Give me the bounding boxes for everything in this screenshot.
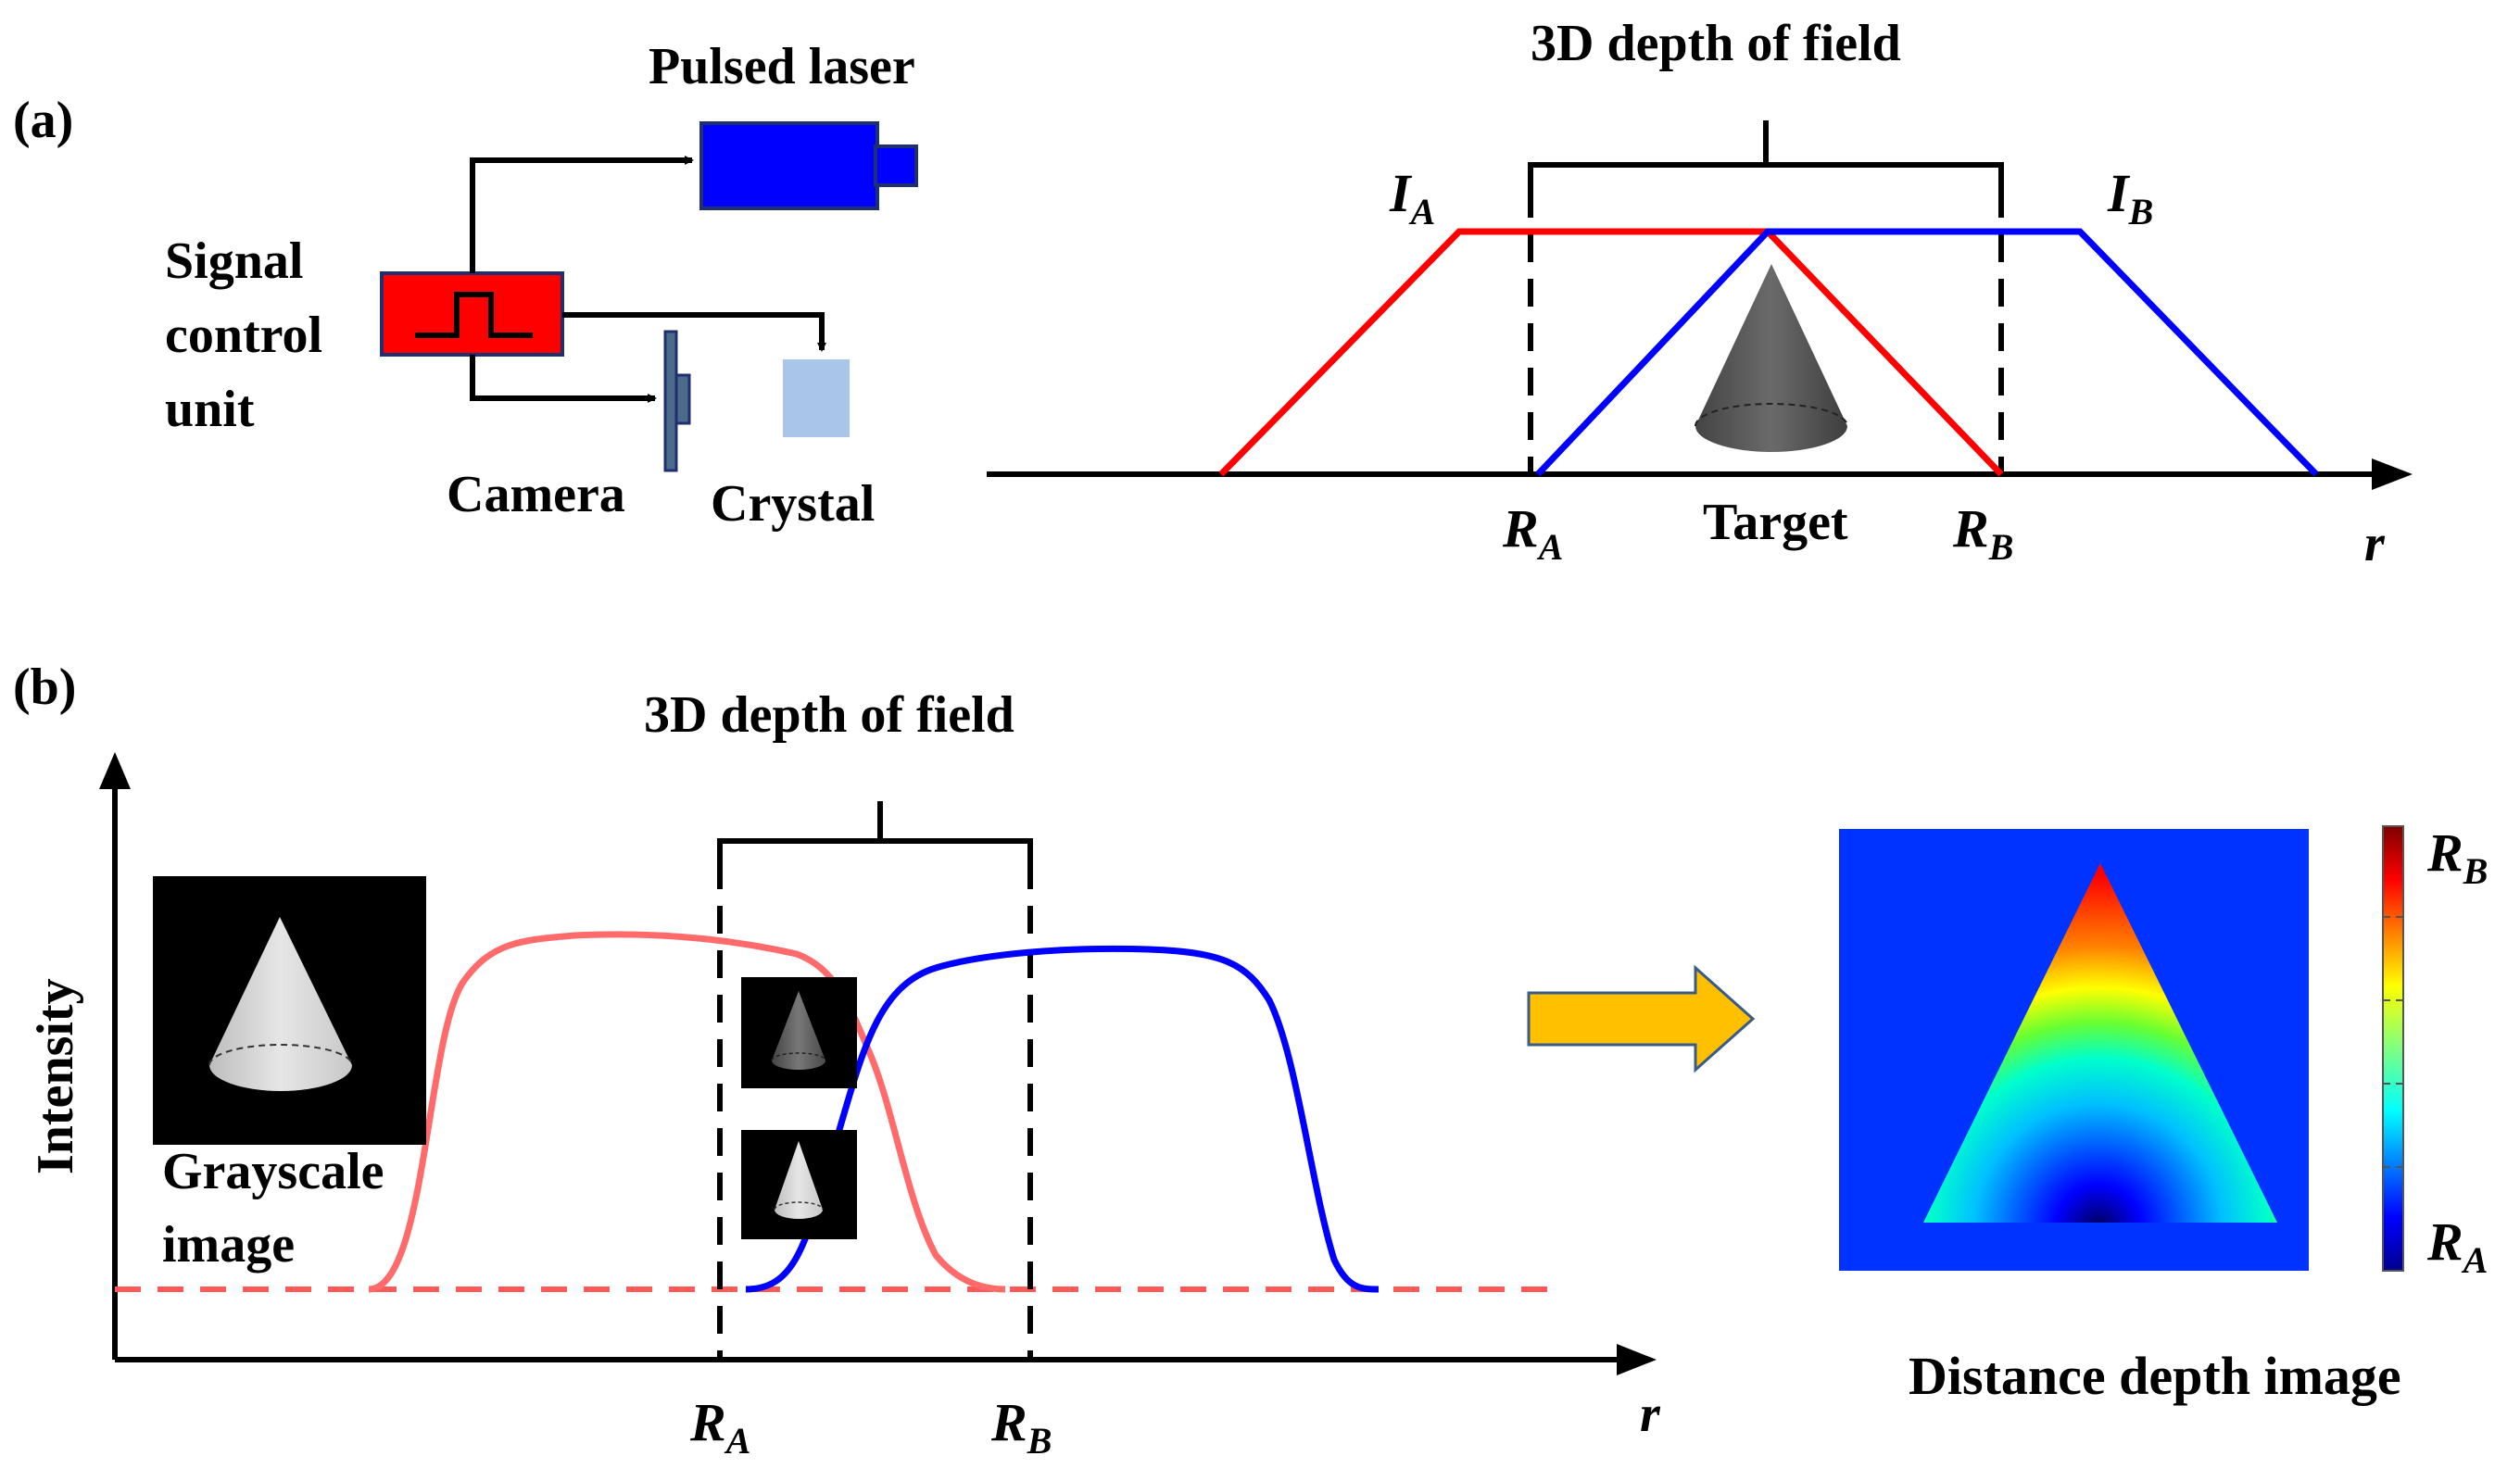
pulsed-laser-nozzle bbox=[874, 144, 918, 187]
target-cone bbox=[1695, 264, 1847, 452]
ra-label-a: RA bbox=[1502, 498, 1563, 568]
thumbnail-bright-base-dashed bbox=[774, 1201, 824, 1211]
signal-control-unit bbox=[380, 271, 564, 357]
colorbar-bottom-label: RA bbox=[2426, 1211, 2488, 1281]
grayscale-cone-base-dashed bbox=[208, 1044, 353, 1066]
pulse-icon bbox=[415, 292, 533, 338]
panel-b-label: (b) bbox=[13, 659, 76, 716]
pulsed-laser-label: Pulsed laser bbox=[649, 38, 915, 95]
depth-triangle bbox=[1923, 863, 2277, 1223]
thumbnail-dim-cone bbox=[772, 991, 825, 1070]
ra-label-b: RA bbox=[689, 1392, 750, 1462]
depth-caption: Distance depth image bbox=[1909, 1346, 2401, 1406]
curve-a-profile bbox=[368, 931, 1006, 1293]
grayscale-label-line2: image bbox=[162, 1216, 295, 1274]
colorbar bbox=[2382, 825, 2404, 1272]
intensity-label: Intensity bbox=[27, 978, 84, 1174]
r-axis-a-arrow bbox=[2372, 458, 2413, 490]
connector-to-laser bbox=[470, 156, 694, 273]
dof-bracket-b bbox=[717, 801, 1033, 861]
curve-ia bbox=[1218, 228, 2004, 477]
camera-label: Camera bbox=[447, 466, 625, 523]
dof-title-b: 3D depth of field bbox=[644, 686, 1014, 744]
grayscale-label-line1: Grayscale bbox=[162, 1143, 384, 1200]
thumbnail-bright-cone bbox=[775, 1141, 823, 1219]
target-label: Target bbox=[1703, 494, 1848, 551]
rb-label-a: RB bbox=[1952, 498, 2013, 568]
connector-to-crystal bbox=[562, 312, 826, 352]
camera-lens bbox=[674, 373, 691, 425]
process-arrow bbox=[1527, 964, 1756, 1073]
x-axis-b-arrow bbox=[1617, 1344, 1657, 1375]
thumbnail-dim-base-dashed bbox=[771, 1052, 826, 1061]
target-cone-base-dashed bbox=[1695, 403, 1848, 427]
dof-bracket-a bbox=[1528, 120, 2004, 190]
connector-to-camera bbox=[470, 355, 657, 403]
signal-label-line1: Signal bbox=[165, 232, 303, 290]
y-axis-b-arrow bbox=[99, 752, 131, 789]
r-axis-b-label: r bbox=[1640, 1386, 1661, 1443]
rb-label-b: RB bbox=[990, 1392, 1052, 1462]
crystal-label: Crystal bbox=[711, 475, 875, 533]
colorbar-ticks bbox=[2383, 916, 2403, 1168]
crystal bbox=[783, 359, 850, 437]
ia-label: IA bbox=[1389, 163, 1435, 232]
signal-label-line3: unit bbox=[165, 381, 255, 438]
camera-plate bbox=[663, 330, 678, 472]
pulsed-laser-body bbox=[699, 121, 879, 210]
dof-title-a: 3D depth of field bbox=[1531, 15, 1901, 72]
ib-label: IB bbox=[2107, 163, 2153, 232]
signal-label-line2: control bbox=[165, 307, 322, 364]
r-axis-a-label: r bbox=[2364, 515, 2386, 572]
panel-a-label: (a) bbox=[13, 92, 73, 149]
curve-ib bbox=[1535, 228, 2319, 477]
colorbar-top-label: RB bbox=[2426, 822, 2488, 892]
